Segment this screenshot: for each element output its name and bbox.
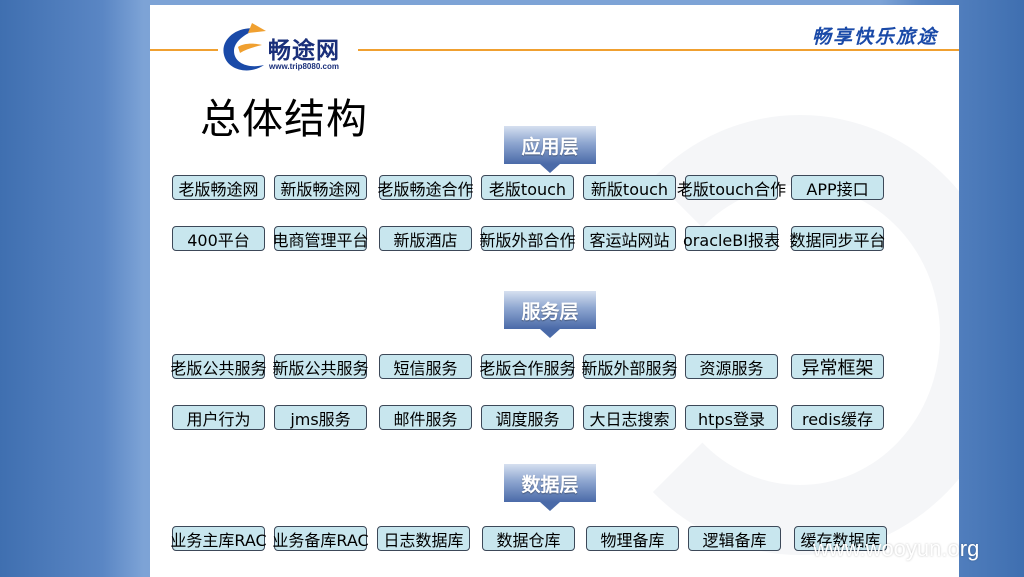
app-box: 数据同步平台 [790,226,886,251]
logo-url: www.trip8080.com [269,62,339,71]
app-box: 电商管理平台 [273,226,369,251]
service-box: 用户行为 [172,405,265,430]
slide-title: 总体结构 [200,95,368,143]
data-box: 业务主库RAC [170,526,267,551]
service-box: redis缓存 [791,405,884,430]
service-box: 老版公共服务 [171,354,267,379]
service-box: 邮件服务 [379,405,472,430]
service-box: jms服务 [274,405,367,430]
app-box: 400平台 [172,226,265,251]
watermark-text: www.wooyun.org [813,536,980,561]
app-box: 新版touch [583,175,676,200]
data-box: 逻辑备库 [688,526,781,551]
app-box: 新版畅途网 [274,175,367,200]
slide: 畅途网 www.trip8080.com 畅享快乐旅途 总体结构 应用层 老版畅… [150,5,959,577]
service-box: 资源服务 [685,354,778,379]
service-box: 异常框架 [791,354,884,379]
header-divider [150,49,959,51]
app-box: oracleBI报表 [683,226,780,251]
data-box: 业务备库RAC [272,526,369,551]
data-layer-label: 数据层 [504,464,596,511]
service-box: 老版合作服务 [480,354,576,379]
service-layer-label: 服务层 [504,291,596,338]
service-box: 新版公共服务 [273,354,369,379]
data-box: 日志数据库 [377,526,470,551]
app-layer-label: 应用层 [504,126,596,173]
service-box: 调度服务 [481,405,574,430]
app-box: 新版酒店 [379,226,472,251]
slogan: 畅享快乐旅途 [808,22,943,49]
service-box: htps登录 [685,405,778,430]
logo-text: 畅途网 [268,38,340,64]
logo: 畅途网 www.trip8080.com [218,21,358,77]
app-box: 客运站网站 [583,226,676,251]
app-box: 老版touch [481,175,574,200]
app-box: 老版touch合作 [677,175,786,200]
service-box: 短信服务 [379,354,472,379]
app-box: 老版畅途网 [172,175,265,200]
data-box: 缓存数据库 [794,526,887,551]
app-box: APP接口 [791,175,884,200]
service-box: 新版外部服务 [582,354,678,379]
data-box: 数据仓库 [482,526,575,551]
logo-swoosh-icon [223,23,266,71]
service-box: 大日志搜索 [583,405,676,430]
data-box: 物理备库 [586,526,679,551]
app-box: 新版外部合作 [480,226,576,251]
app-box: 老版畅途合作 [378,175,474,200]
